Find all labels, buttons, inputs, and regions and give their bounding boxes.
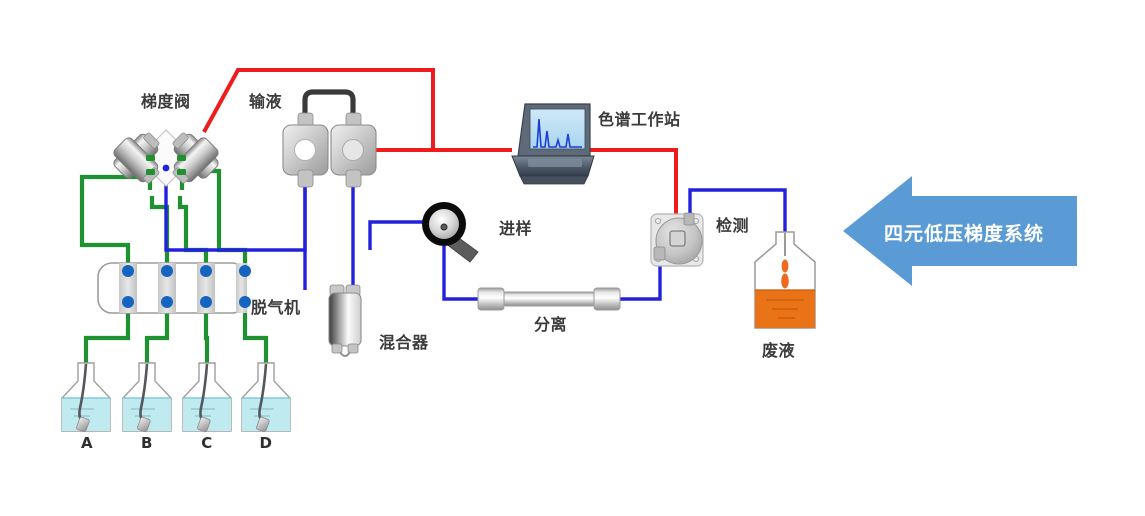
- chromatography-workstation[interactable]: [511, 103, 595, 185]
- label-bottle-b: B: [141, 434, 153, 452]
- label-gradient-valve: 梯度阀: [141, 92, 191, 111]
- gradient-valve[interactable]: [112, 129, 220, 187]
- mixer-unit[interactable]: [328, 284, 362, 358]
- label-pump: 输液: [249, 92, 283, 111]
- bottle-c-frit: [197, 416, 211, 433]
- tube-degasser-to-valve-4: [179, 168, 248, 270]
- detector-cell: [669, 230, 686, 247]
- waste-droplet-1: [781, 259, 789, 273]
- tube-mixer-to-injector: [368, 220, 424, 250]
- label-detector: 检测: [716, 216, 750, 235]
- banner-label: 四元低压梯度系统: [884, 223, 1045, 245]
- degasser-ports-bottom: [122, 296, 251, 308]
- banner-arrow-shape: [843, 176, 1077, 286]
- bottle-c[interactable]: [182, 362, 232, 433]
- solvent-bottles-group: [61, 362, 291, 433]
- pump-assembly[interactable]: [282, 89, 377, 188]
- valve-center-port: [162, 164, 170, 172]
- label-workstation: 色谱工作站: [598, 110, 681, 129]
- bottle-b[interactable]: [122, 362, 172, 433]
- pump-head-b[interactable]: [330, 112, 377, 188]
- detector-inlet-port: [683, 212, 695, 226]
- label-degasser: 脱气机: [251, 298, 301, 317]
- bottle-b-frit: [137, 416, 151, 433]
- separation-column: [477, 287, 621, 311]
- degasser-unit[interactable]: [97, 262, 251, 314]
- valve-port-nub-1: [146, 155, 155, 161]
- waste-droplet-2: [781, 273, 789, 289]
- detector-unit[interactable]: [650, 212, 704, 267]
- banner-arrow: [843, 176, 1077, 286]
- tube-bottle-a-to-degasser: [83, 301, 131, 363]
- bottle-d[interactable]: [241, 362, 291, 433]
- tube-bottle-d-to-degasser: [242, 301, 269, 363]
- pump-crossover-tube: [302, 89, 356, 121]
- label-bottle-c: C: [201, 434, 213, 452]
- label-column: 分离: [534, 315, 568, 334]
- label-bottle-d: D: [259, 434, 273, 452]
- pump-head-a[interactable]: [282, 112, 329, 188]
- label-injector: 进样: [499, 219, 533, 238]
- detector-outlet-port: [653, 246, 666, 261]
- tube-injector-to-column: [442, 246, 478, 301]
- tube-degasser-to-valve-3: [177, 196, 209, 270]
- chromatogram-trace: [533, 118, 582, 148]
- label-waste: 废液: [762, 341, 796, 360]
- bottle-a[interactable]: [61, 362, 111, 433]
- tube-bottle-c-to-degasser: [203, 301, 210, 363]
- valve-port-nub-4: [177, 169, 186, 175]
- bottle-d-frit: [256, 416, 270, 433]
- injector-valve[interactable]: [422, 202, 479, 263]
- pump-b-piston: [342, 139, 364, 161]
- red-tubing-group: [202, 68, 678, 237]
- label-mixer: 混合器: [379, 333, 429, 352]
- bottle-a-frit: [76, 416, 90, 433]
- tube-bottle-b-to-degasser: [144, 301, 170, 363]
- tube-column-to-detector: [620, 258, 662, 301]
- waste-bottle[interactable]: [754, 231, 816, 329]
- tube-workstation-to-detector: [588, 148, 678, 237]
- valve-port-nub-3: [146, 169, 155, 175]
- tube-detector-to-waste: [688, 188, 787, 232]
- injector-port: [440, 223, 448, 231]
- tube-degasser-to-valve-1: [79, 174, 153, 270]
- pump-a-piston: [294, 139, 316, 161]
- laptop-keyboard: [528, 159, 582, 167]
- laptop-foot: [519, 175, 589, 185]
- blue-tubing-group: [164, 168, 787, 301]
- degasser-ports-top: [122, 265, 251, 277]
- valve-port-nub-2: [177, 155, 186, 161]
- label-bottle-a: A: [80, 434, 94, 452]
